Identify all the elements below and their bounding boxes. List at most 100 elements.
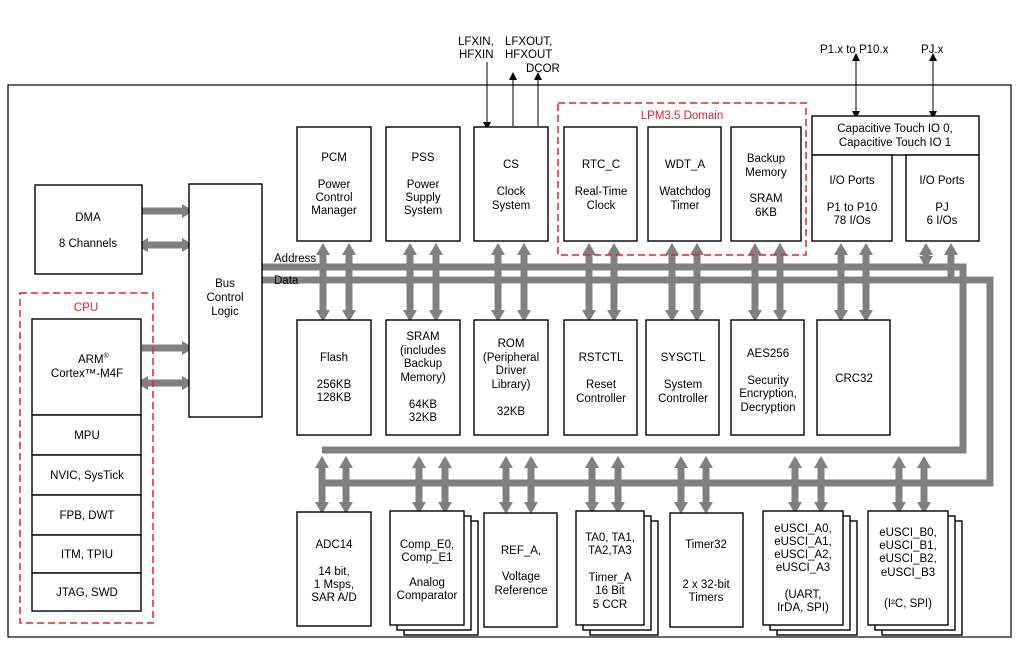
comp-title-2: Comp_E1	[401, 552, 452, 564]
signal-lfxin: LFXIN,	[458, 36, 494, 48]
eusci-b-block: eUSCI_B0, eUSCI_B1, eUSCI_B2, eUSCI_B3 (…	[867, 510, 963, 636]
rstctl-desc-2: Controller	[576, 393, 626, 405]
cpu-row-fpb: FPB, DWT	[60, 510, 115, 522]
dma-block: DMA 8 Channels	[34, 184, 143, 275]
adc-desc-3: SAR A/D	[311, 592, 356, 604]
pss-title: PSS	[411, 152, 434, 164]
device-boundary	[7, 84, 1012, 638]
backup-memory-block: Backup Memory SRAM 6KB	[730, 126, 802, 242]
usci-a-line-3: eUSCI_A2,	[774, 549, 832, 561]
timer32-block: Timer32 2 x 32-bit Timers	[669, 512, 744, 628]
cpu-block: ARM® Cortex™-M4F MPU NVIC, SysTick FPB, …	[31, 318, 142, 612]
sram-desc-3: Memory)	[400, 372, 446, 384]
wdt-block: WDT_A Watchdog Timer	[647, 126, 722, 242]
signal-p-ports: P1.x to P10.x	[820, 44, 889, 56]
timer32-desc-1: 2 x 32-bit	[682, 579, 730, 591]
aes-desc-2: Encryption,	[739, 388, 797, 400]
timer-a-block: TA0, TA1, TA2,TA3 Timer_A 16 Bit 5 CCR	[575, 510, 659, 636]
io-ports-pj-block: I/O Ports PJ 6 I/Os	[905, 154, 980, 242]
ref-desc-1: Voltage	[502, 571, 540, 583]
usci-b-line-1: eUSCI_B0,	[879, 527, 937, 539]
cpu-arm-label: ARM®	[78, 352, 110, 366]
flash-size-1: 256KB	[317, 379, 352, 391]
pss-desc-1: Power	[407, 179, 440, 191]
dma-channels: 8 Channels	[59, 238, 117, 250]
ta-desc-3: 5 CCR	[593, 599, 628, 611]
rstctl-title: RSTCTL	[579, 352, 624, 364]
adc-desc-2: 1 Msps,	[314, 579, 354, 591]
rtc-desc-1: Real-Time	[575, 186, 628, 198]
aes256-block: AES256 Security Encryption, Decryption	[730, 319, 805, 436]
pcm-block: PCM Power Control Manager	[296, 126, 372, 242]
sysctl-block: SYSCTL System Controller	[645, 319, 720, 436]
usci-a-desc-2: IrDA, SPI)	[777, 602, 829, 614]
pcm-title: PCM	[321, 152, 347, 164]
pss-desc-2: Supply	[405, 192, 440, 204]
cpu-row-mpu: MPU	[74, 430, 100, 442]
backup-desc-1: SRAM	[749, 193, 782, 205]
flash-block: Flash 256KB 128KB	[296, 319, 372, 436]
signal-hfxin: HFXIN	[459, 49, 494, 61]
io-ports-range: P1 to P10	[827, 202, 878, 214]
bus-control-line-1: Bus	[215, 278, 235, 290]
io-ports-p1-p10-block: I/O Ports P1 to P10 78 I/Os	[811, 154, 893, 242]
adc-desc-1: 14 bit,	[318, 566, 349, 578]
bus-control-line-3: Logic	[211, 306, 239, 318]
sysctl-desc-2: Controller	[658, 393, 708, 405]
rtc-block: RTC_C Real-Time Clock	[563, 126, 638, 242]
comp-desc-1: Analog	[409, 577, 445, 589]
cs-desc-2: System	[492, 200, 530, 212]
rtc-desc-2: Clock	[587, 200, 616, 212]
rom-desc-3: Library)	[492, 379, 531, 391]
pss-desc-3: System	[404, 205, 442, 217]
comp-e-block: Comp_E0, Comp_E1 Analog Comparator	[389, 510, 479, 636]
rstctl-block: RSTCTL Reset Controller	[563, 319, 638, 436]
address-bus-label: Address	[274, 253, 316, 265]
io-pj-count: 6 I/Os	[927, 215, 958, 227]
rstctl-desc-1: Reset	[586, 379, 617, 391]
sram-block: SRAM (includes Backup Memory) 64KB 32KB	[385, 319, 461, 436]
comp-desc-2: Comparator	[397, 590, 458, 602]
lpm35-domain-region	[557, 102, 807, 256]
cpu-row-itm: ITM, TPIU	[61, 549, 113, 561]
bus-control-line-2: Control	[206, 292, 243, 304]
cpu-core-label: Cortex™-M4F	[51, 368, 123, 380]
ta-desc-1: Timer_A	[588, 572, 631, 584]
flash-size-2: 128KB	[317, 392, 352, 404]
aes-desc-1: Security	[747, 375, 789, 387]
usci-a-desc-1: (UART,	[785, 589, 822, 601]
ta-desc-2: 16 Bit	[595, 585, 625, 597]
pss-block: PSS Power Supply System	[385, 126, 461, 242]
cs-desc-1: Clock	[497, 186, 526, 198]
wdt-desc-2: Timer	[671, 200, 700, 212]
bus-control-logic-block: Bus Control Logic	[188, 183, 263, 418]
cpu-row-nvic: NVIC, SysTick	[50, 470, 124, 482]
bus-connections	[136, 204, 958, 514]
timer32-desc-2: Timers	[689, 592, 724, 604]
signal-hfxout: HFXOUT	[505, 49, 552, 61]
backup-title-1: Backup	[747, 153, 785, 165]
ta-title-1: TA0, TA1,	[585, 532, 635, 544]
adc14-block: ADC14 14 bit, 1 Msps, SAR A/D	[296, 511, 372, 627]
data-bus	[262, 276, 994, 487]
ta-title-2: TA2,TA3	[588, 545, 632, 557]
signal-dcor: DCOR	[526, 63, 560, 75]
dma-title: DMA	[75, 212, 101, 224]
io-pj-port: PJ	[935, 202, 948, 214]
cs-title: CS	[503, 159, 519, 171]
captouch-line-1: Capacitive Touch IO 0,	[837, 123, 953, 135]
comp-title-1: Comp_E0,	[400, 539, 454, 551]
captouch-block: Capacitive Touch IO 0, Capacitive Touch …	[811, 115, 980, 156]
sram-desc-2: Backup	[404, 358, 442, 370]
eusci-a-block: eUSCI_A0, eUSCI_A1, eUSCI_A2, eUSCI_A3 (…	[762, 510, 858, 636]
io-ports-count: 78 I/Os	[833, 215, 870, 227]
crc-title: CRC32	[835, 373, 873, 385]
sram-title: SRAM	[406, 331, 439, 343]
sysctl-title: SYSCTL	[661, 352, 706, 364]
usci-b-line-3: eUSCI_B2,	[879, 553, 937, 565]
cpu-region-label: CPU	[74, 302, 98, 314]
crc32-block: CRC32	[816, 319, 891, 436]
captouch-line-2: Capacitive Touch IO 1	[839, 137, 951, 149]
timer32-title: Timer32	[685, 539, 727, 551]
